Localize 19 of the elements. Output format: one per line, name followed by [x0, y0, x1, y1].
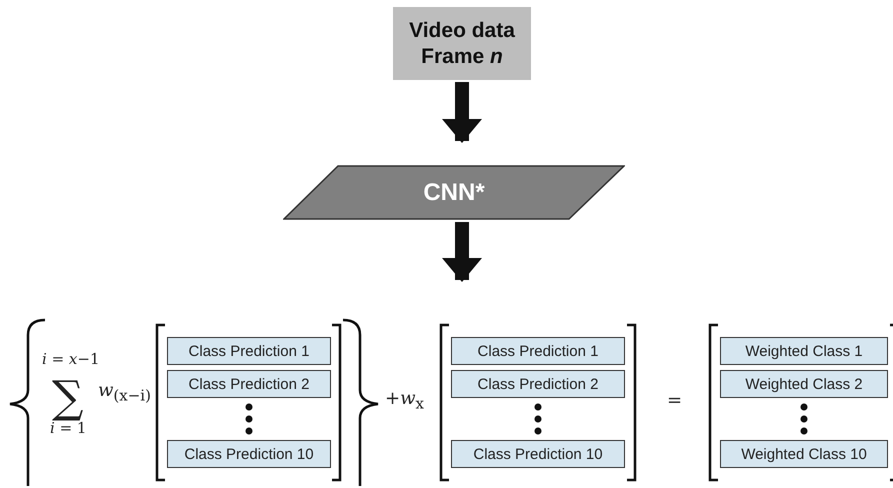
sum-limit: i = 1 — [50, 421, 86, 436]
arrow — [442, 222, 482, 282]
prediction-box: Class Prediction 10 — [451, 440, 625, 468]
sum-limit: i = x−1 — [42, 352, 100, 367]
prediction-box: Class Prediction 2 — [167, 370, 331, 398]
prediction-box: Weighted Class 2 — [720, 370, 888, 398]
prediction-box: Class Prediction 1 — [451, 337, 625, 365]
sum-symbol: ∑ — [52, 376, 84, 420]
equals-sign: = — [667, 392, 682, 410]
process-parallelogram: CNN* — [283, 165, 625, 220]
input-box: Video data Frame n — [393, 7, 531, 80]
prediction-box: Class Prediction 2 — [451, 370, 625, 398]
weight-term: w$_{(x−i)}$ — [98, 382, 151, 404]
prediction-box: Weighted Class 10 — [720, 440, 888, 468]
prediction-box: Class Prediction 1 — [167, 337, 331, 365]
arrow — [442, 82, 482, 143]
prediction-box: Class Prediction 10 — [167, 440, 331, 468]
prediction-box: Weighted Class 1 — [720, 337, 888, 365]
weight-term: +w$_{x}$ — [385, 390, 424, 412]
